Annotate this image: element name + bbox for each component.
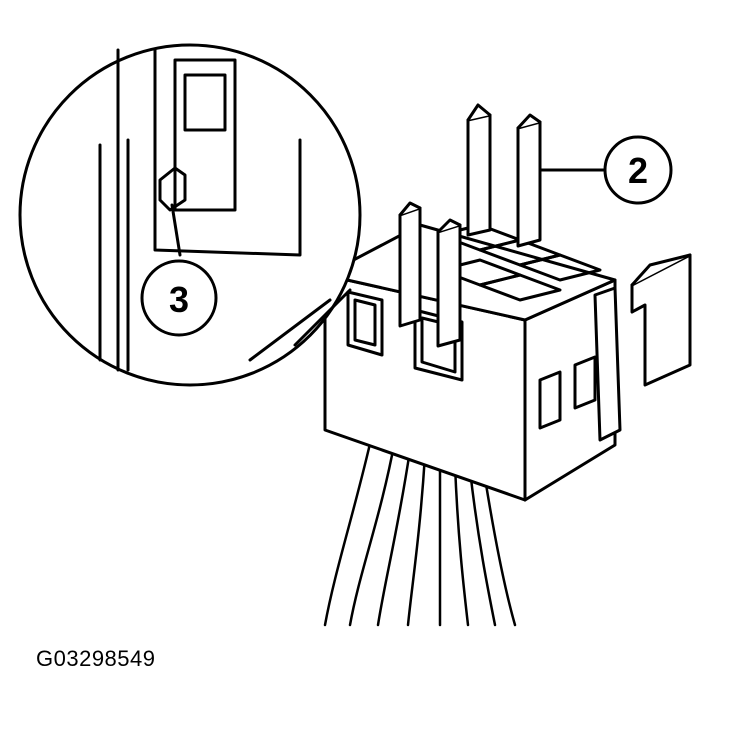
svg-text:3: 3 — [169, 279, 189, 320]
locking-tabs — [398, 103, 542, 348]
wire-harness — [323, 433, 517, 627]
callout-2: 2 — [603, 135, 673, 205]
callout-3: 3 — [140, 259, 218, 337]
figure-id-label: G03298549 — [36, 646, 156, 671]
direction-arrow — [630, 253, 692, 387]
connector-body — [323, 223, 617, 502]
detail-magnifier — [18, 43, 362, 387]
svg-text:2: 2 — [628, 150, 648, 191]
side-latch — [593, 286, 622, 442]
